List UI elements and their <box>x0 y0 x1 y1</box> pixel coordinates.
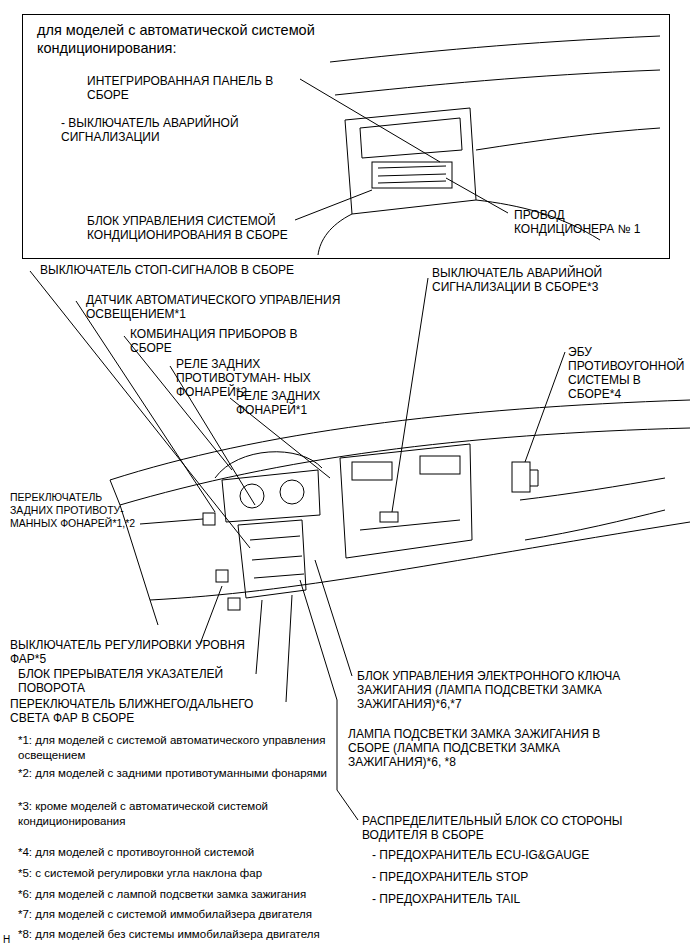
footnote: *1: для моделей с системой автоматическо… <box>18 733 330 763</box>
part-label: ВЫКЛЮЧАТЕЛЬ АВАРИЙНОЙ СИГНАЛИЗАЦИИ В СБО… <box>432 266 662 294</box>
footnote: *6: для моделей с лампой подсветки замка… <box>18 887 353 902</box>
part-label: ВЫКЛЮЧАТЕЛЬ РЕГУЛИРОВКИ УРОВНЯ ФАР*5 <box>10 638 260 666</box>
part-label: ИНТЕГРИРОВАННАЯ ПАНЕЛЬ В СБОРЕ <box>87 74 302 102</box>
part-label: ЛАМПА ПОДСВЕТКИ ЗАМКА ЗАЖИГАНИЯ В СБОРЕ … <box>348 727 638 769</box>
inset-frame: для моделей с автоматической системой ко… <box>22 14 670 259</box>
footnote: *7: для моделей с системой иммобилайзера… <box>18 907 363 922</box>
part-label: ПЕРЕКЛЮЧАТЕЛЬ БЛИЖНЕГО/ДАЛЬНЕГО СВЕТА ФА… <box>10 697 285 725</box>
figure-code: H <box>3 934 17 946</box>
part-label: КОМБИНАЦИЯ ПРИБОРОВ В СБОРЕ <box>130 327 330 355</box>
part-label: ЭБУ ПРОТИВОУГОННОЙ СИСТЕМЫ В СБОРЕ*4 <box>568 345 683 401</box>
part-label: ПРОВОД КОНДИЦИОНЕРА № 1 <box>514 208 664 236</box>
footnote: *8: для моделей без системы иммобилайзер… <box>18 927 363 942</box>
fuse-label: - ПРЕДОХРАНИТЕЛЬ STOP <box>372 870 672 884</box>
inset-heading: для моделей с автоматической системой ко… <box>37 21 337 57</box>
part-label: БЛОК УПРАВЛЕНИЯ ЭЛЕКТРОННОГО КЛЮЧА ЗАЖИГ… <box>357 669 667 711</box>
part-label: ПЕРЕКЛЮЧАТЕЛЬ ЗАДНИХ ПРОТИВОТУ- МАННЫХ Ф… <box>10 491 138 530</box>
footnote: *3: кроме моделей с автоматической систе… <box>18 799 330 829</box>
footnote: *2: для моделей с задними противотуманны… <box>18 766 330 781</box>
part-label: ДАТЧИК АВТОМАТИЧЕСКОГО УПРАВЛЕНИЯ ОСВЕЩЕ… <box>86 293 361 321</box>
fuse-label: - ПРЕДОХРАНИТЕЛЬ TAIL <box>372 892 672 906</box>
part-label: РЕЛЕ ЗАДНИХ ФОНАРЕЙ*1 <box>236 389 366 417</box>
part-label: - ВЫКЛЮЧАТЕЛЬ АВАРИЙНОЙ СИГНАЛИЗАЦИИ <box>61 116 291 144</box>
part-label: БЛОК УПРАВЛЕНИЯ СИСТЕМОЙ КОНДИЦИОНИРОВАН… <box>87 214 322 242</box>
part-label: БЛОК ПРЕРЫВАТЕЛЯ УКАЗАТЕЛЕЙ ПОВОРОТА <box>18 667 268 695</box>
footnote: *5: с системой регулировки угла наклона … <box>18 866 353 881</box>
part-label: РАСПРЕДЕЛИТЕЛЬНЫЙ БЛОК СО СТОРОНЫ ВОДИТЕ… <box>362 814 672 842</box>
fuse-label: - ПРЕДОХРАНИТЕЛЬ ECU-IG&GAUGE <box>372 848 672 862</box>
footnote: *4: для моделей с противоугонной системо… <box>18 845 353 860</box>
part-label: ВЫКЛЮЧАТЕЛЬ СТОП-СИГНАЛОВ В СБОРЕ <box>40 263 360 277</box>
